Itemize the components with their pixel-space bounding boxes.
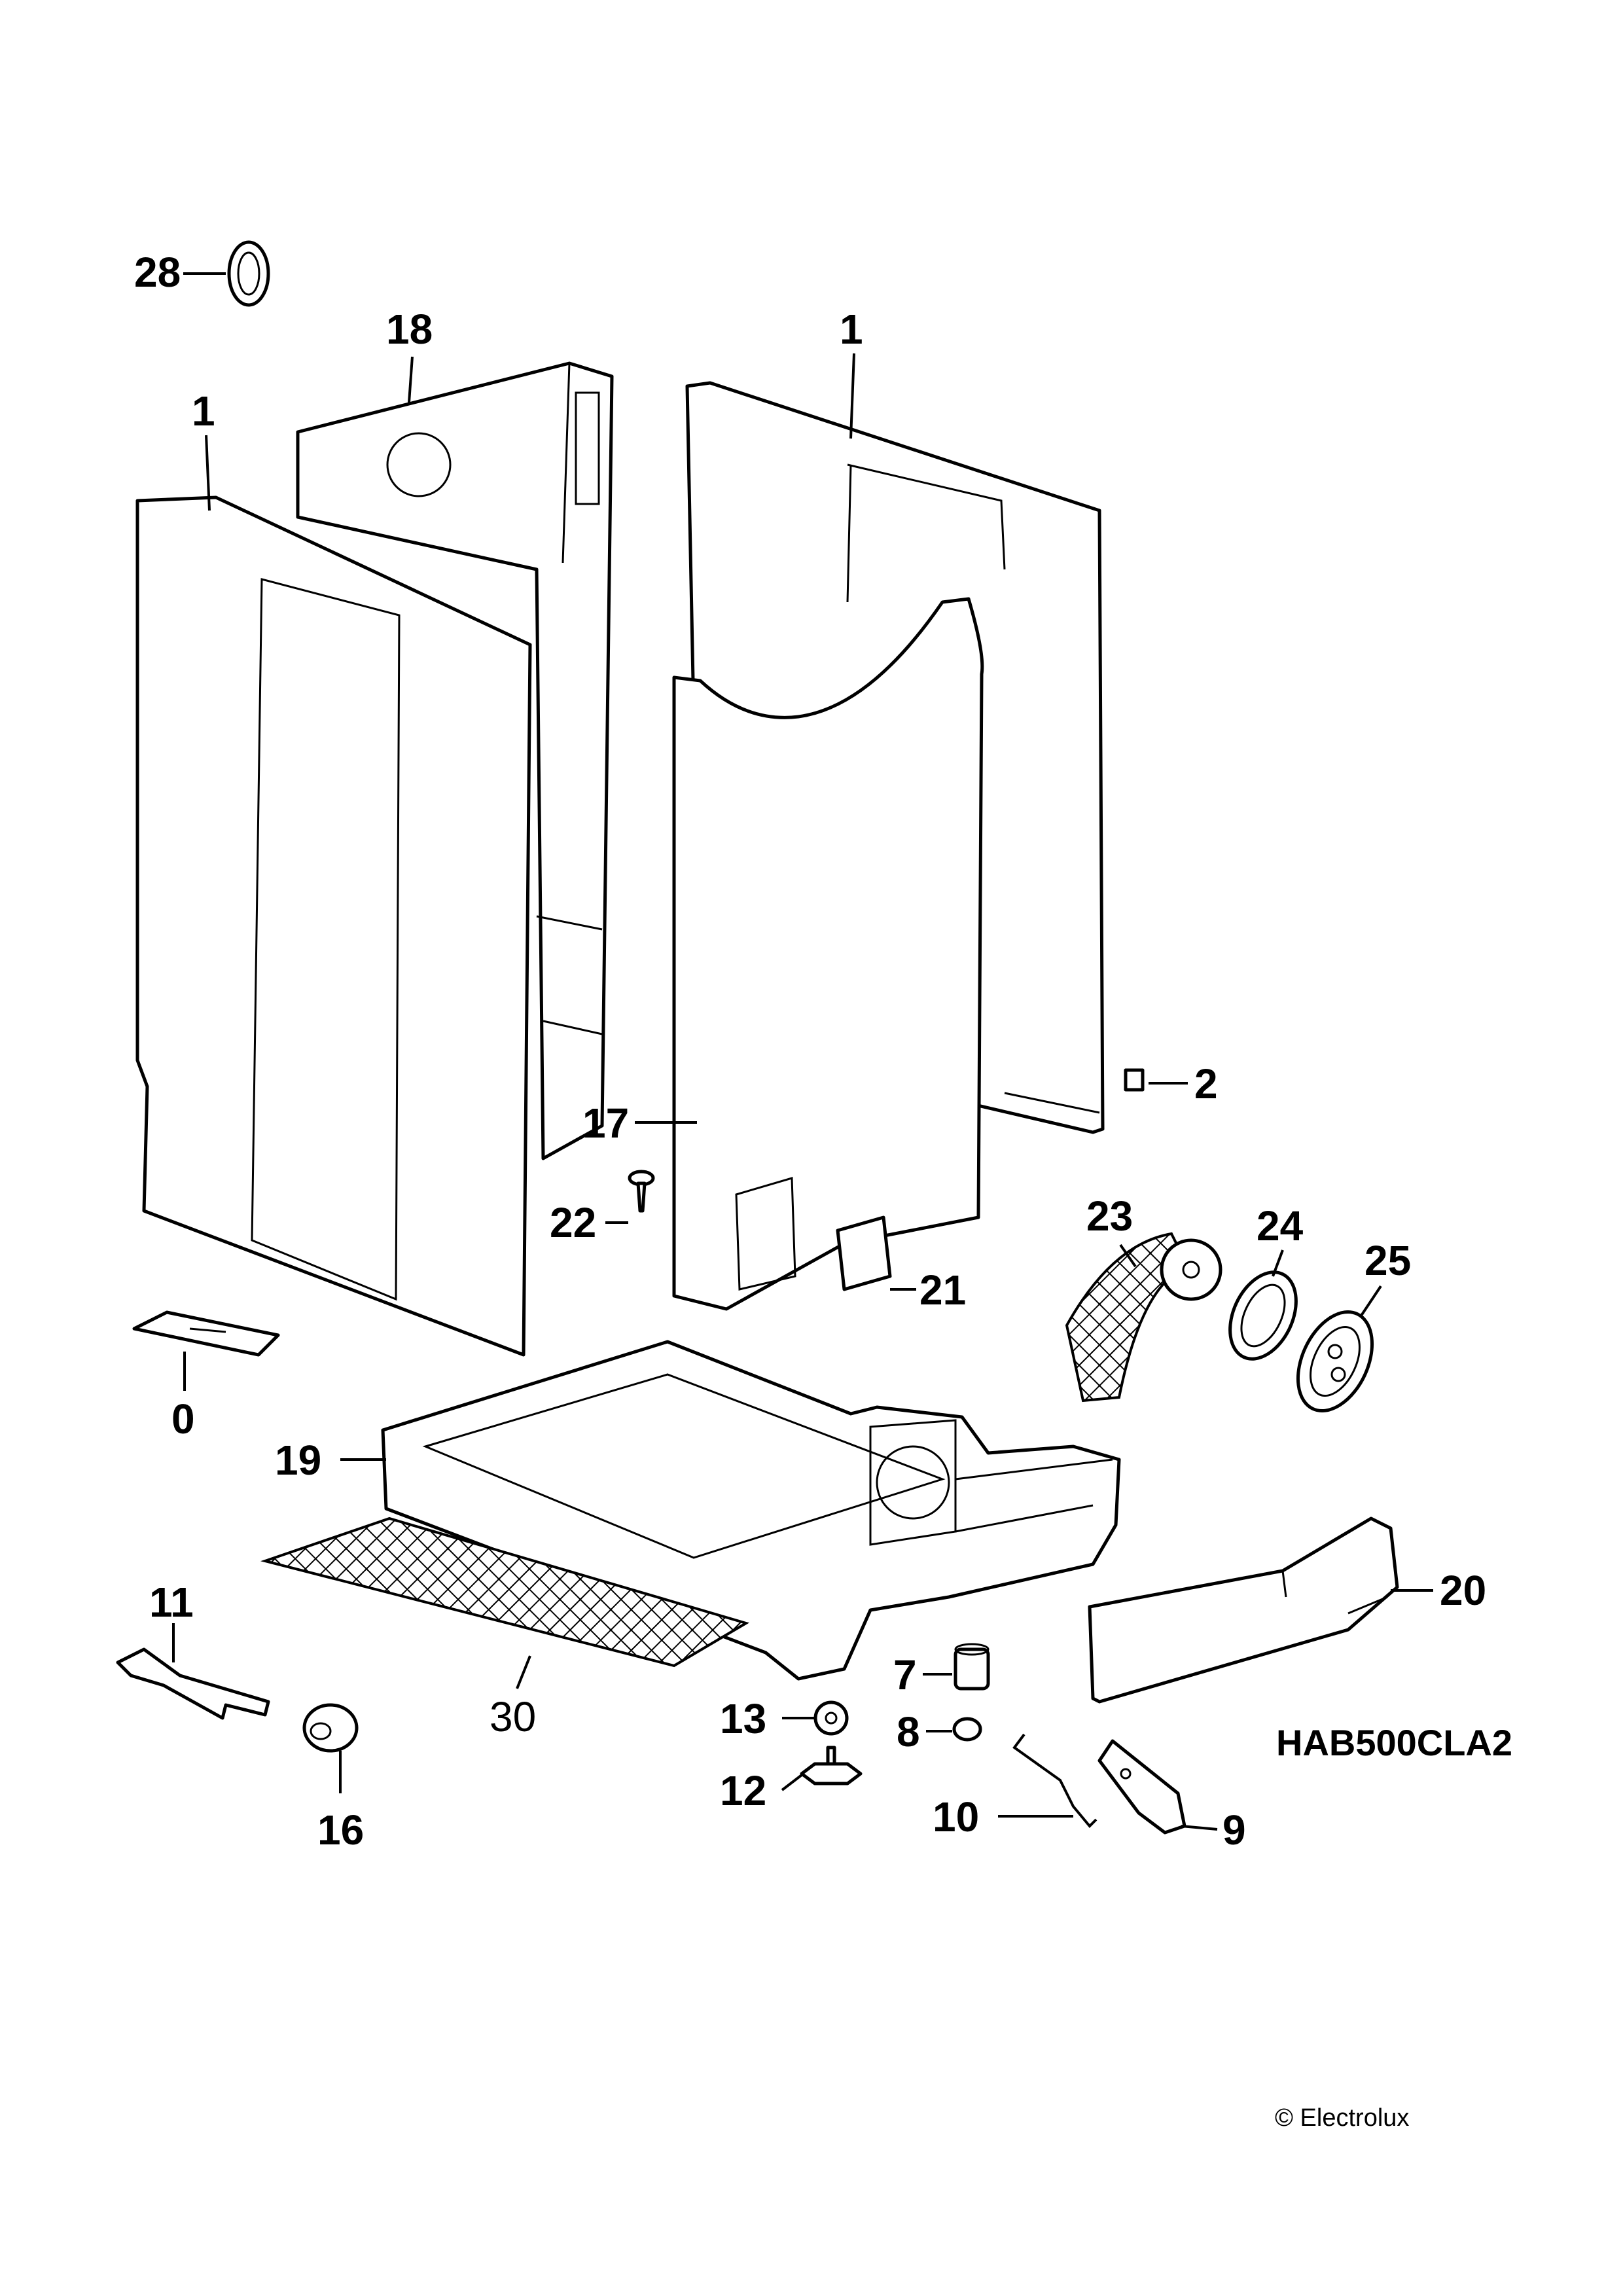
callout-25: 25 xyxy=(1364,1237,1411,1284)
part-12-adjustable-foot xyxy=(800,1746,863,1785)
callout-1-right: 1 xyxy=(840,306,863,353)
model-code: HAB500CLA2 xyxy=(1276,1722,1512,1763)
callout-22: 22 xyxy=(550,1199,596,1246)
callout-9: 9 xyxy=(1222,1806,1246,1854)
callout-21: 21 xyxy=(919,1266,966,1314)
part-20-front-cover xyxy=(1088,1516,1399,1704)
leader-lines xyxy=(172,272,1433,1831)
callout-18: 18 xyxy=(386,306,433,353)
callout-28: 28 xyxy=(134,249,181,296)
callout-16: 16 xyxy=(317,1806,364,1854)
callout-8: 8 xyxy=(897,1708,920,1755)
part-11-bracket xyxy=(116,1647,270,1720)
part-10-wire-spring xyxy=(1012,1733,1097,1828)
callout-19: 19 xyxy=(275,1437,321,1484)
callout-10: 10 xyxy=(933,1793,979,1840)
part-30-mesh-filter xyxy=(260,1516,749,1668)
callout-23: 23 xyxy=(1086,1193,1133,1240)
part-2-small-clip xyxy=(1124,1068,1145,1092)
callout-20: 20 xyxy=(1440,1567,1486,1614)
part-13-gear-washer xyxy=(813,1700,849,1736)
callout-12: 12 xyxy=(720,1767,766,1814)
part-8-cap xyxy=(952,1717,982,1742)
part-19-base-frame xyxy=(381,1340,1121,1681)
callout-7: 7 xyxy=(893,1651,917,1698)
part-21-clip xyxy=(836,1215,892,1291)
part-1-left-side-panel xyxy=(135,495,532,1357)
part-9-handle xyxy=(1097,1739,1186,1835)
part-16-foot-bushing xyxy=(302,1703,359,1753)
callout-11: 11 xyxy=(149,1579,194,1626)
copyright-notice: © Electrolux xyxy=(1275,2104,1409,2132)
part-23-hose xyxy=(1065,1232,1222,1403)
part-18-back-panel xyxy=(296,361,614,1160)
part-0-label-plate xyxy=(132,1310,280,1357)
callout-1-left: 1 xyxy=(192,387,215,435)
callout-17: 17 xyxy=(582,1100,629,1147)
callout-24: 24 xyxy=(1257,1202,1304,1249)
callout-labels: 28 18 1 1 2 17 22 21 23 24 25 0 19 20 11… xyxy=(134,249,1486,1854)
callout-30: 30 xyxy=(490,1693,536,1740)
part-24-seal-ring xyxy=(1228,1270,1298,1361)
part-28-ring xyxy=(227,240,270,307)
callout-0: 0 xyxy=(171,1395,195,1443)
part-25-nozzle-ring xyxy=(1296,1310,1374,1413)
part-17-inner-panel xyxy=(672,597,984,1311)
part-22-screw xyxy=(628,1170,655,1213)
callout-2: 2 xyxy=(1194,1060,1218,1107)
callout-13: 13 xyxy=(720,1695,766,1742)
part-7-cylinder xyxy=(954,1643,990,1691)
